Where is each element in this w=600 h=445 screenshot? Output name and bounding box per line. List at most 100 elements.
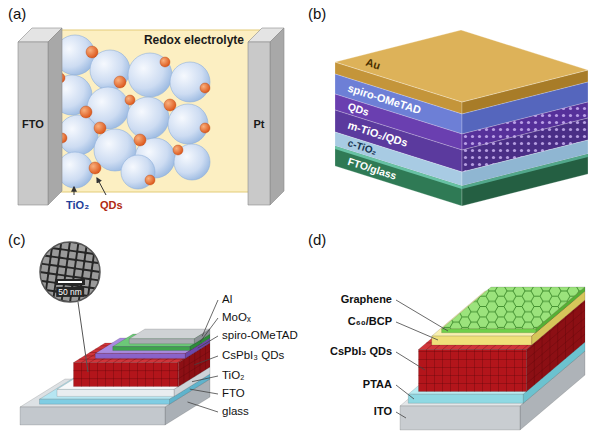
quantum-dot [173,145,183,155]
nanocube [37,290,44,297]
nanocube [106,231,113,238]
layer-front [57,389,174,396]
quantum-dot [94,122,106,134]
nanocube [37,230,44,237]
layer-front [442,329,536,333]
nanocube [96,298,103,305]
cube-edge [205,346,206,370]
cube-edge [450,350,451,392]
cube-edge [74,370,179,371]
nanocube [22,279,29,286]
cube-edge [474,350,475,392]
layer-left-face [335,146,462,206]
quantum-dot [160,57,170,67]
nanocube [114,232,121,239]
tio2-sphere [121,155,155,189]
quantum-dot [114,76,126,88]
fto-strip [462,154,588,189]
cube-edge [565,317,566,359]
nanocube [22,219,29,226]
layer-front [40,399,170,404]
nanocube [34,315,41,322]
nanocube [47,283,54,290]
nanocube [58,267,65,274]
quantum-dot [80,106,92,118]
nanocube [46,231,53,238]
nanocube [105,239,112,246]
cube-edge [498,350,499,392]
cube-edge [161,363,162,387]
tio2-sphere [57,152,93,188]
pt-electrode [248,28,284,205]
nanocube [40,213,47,220]
cube-edge [434,350,435,392]
nanocube [118,267,125,274]
qd-layer [74,343,211,387]
nanocube [79,236,86,243]
nanocube [31,272,38,279]
quantum-dot [89,162,101,174]
nanocube [95,307,102,314]
nanocube [102,316,109,323]
nanocube [48,214,55,221]
layer-front [20,407,165,425]
nanocube [89,229,96,236]
cube-edge [177,363,178,387]
nanocube [98,290,105,297]
layer-label: Al [222,293,232,307]
nanocube [96,238,103,245]
nanocube [71,235,78,242]
nanocube [90,220,97,227]
nanocube [120,250,127,257]
nanocube [45,239,52,246]
nanocube [29,289,36,296]
cube-edge [153,363,154,387]
panel-letter: (a) [8,5,26,23]
tio2-sphere [170,62,210,102]
graphene-layer [442,287,585,333]
inset-border [40,242,100,302]
nanocube [25,254,32,261]
nanocube [51,318,58,325]
nanocube [112,249,119,256]
leader-line [198,336,218,348]
nanocube [95,247,102,254]
nanocube [114,292,121,299]
nanocube [70,243,77,250]
nanocube [15,270,22,277]
nanocube [45,300,52,307]
layer-front [408,394,523,403]
nanocube [49,266,56,273]
quantum-dots [55,46,210,185]
nanocube [122,242,129,249]
material-label: QDs [100,199,123,212]
nanocube [47,223,54,230]
nanocube [113,241,120,248]
fto-electrode [18,28,62,205]
layer-label: TiO₂ [222,369,245,383]
nanocube [100,273,107,280]
electrode-label: Pt [254,118,265,131]
scale-bar-ground [55,279,85,285]
layer-label: spiro-OMeTAD [222,329,298,343]
leader-line [192,376,218,382]
cube-edge [549,330,550,372]
quantum-dot [86,46,98,58]
nanocube [29,229,36,236]
nanocube [16,261,23,268]
nanocube [24,262,31,269]
quantum-dot [145,175,155,185]
leader-line [188,402,219,412]
cube-edge [113,363,114,387]
nanocube [101,325,108,332]
leader-line [396,322,438,340]
nanocube [17,313,24,320]
nanocube [76,261,83,268]
nanocube [17,253,24,260]
cube-edge [183,359,184,383]
material-label: TiO₂ [66,199,89,212]
nanocube [60,250,67,257]
nanocube [78,304,85,311]
cube-edge [129,363,130,387]
